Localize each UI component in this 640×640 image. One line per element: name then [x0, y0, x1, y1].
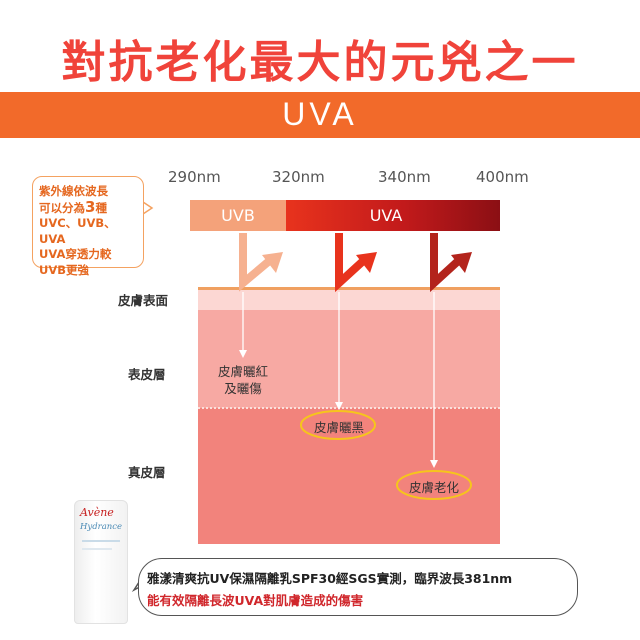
info-line-2-suffix: 種: [95, 200, 107, 215]
skin-surface-line: [198, 287, 500, 290]
product-label-stripe-2: [82, 548, 112, 550]
uvb-bar: [190, 200, 286, 231]
layer-divider: [198, 407, 500, 409]
info-line-2-number: 3: [85, 197, 96, 216]
product-brand-logo: Avène: [80, 506, 114, 519]
uva-short-depth-arrowhead: [335, 402, 343, 410]
uvb-depth-arrowhead: [239, 350, 247, 358]
info-line-4: UVA穿透力較: [39, 247, 112, 261]
uva-long-arrow-icon: [430, 233, 472, 293]
info-line-2: 可以分為3種: [39, 197, 137, 217]
wavelength-340: 340nm: [378, 168, 431, 186]
label-dermis: 真皮層: [128, 465, 166, 480]
info-line-5: UVB更強: [39, 262, 90, 277]
skin-surface-layer: [198, 290, 500, 310]
uvb-arrow-icon: [239, 233, 283, 292]
label-epidermis: 表皮層: [128, 367, 166, 382]
epidermis-layer: [198, 310, 500, 408]
uv-info-box: 紫外線依波長 可以分為3種 UVC、UVB、UVA UVA穿透力較 UVB更強: [32, 176, 144, 277]
product-tube-image: [74, 500, 128, 624]
aging-oval: [396, 470, 472, 500]
note-sunburn-line-2: 及曬傷: [224, 381, 262, 396]
uva-banner-label: UVA: [282, 96, 358, 132]
product-label-stripe: [82, 540, 120, 542]
note-sunburn-line-1: 皮膚曬紅: [217, 364, 268, 379]
info-line-3: UVC、UVB、UVA: [39, 216, 116, 246]
tanning-oval: [300, 410, 376, 440]
claim-line-1: 雅漾清爽抗UV保濕隔離乳SPF30經SGS實測，臨界波長381nm: [147, 571, 513, 586]
claim-bubble: 雅漾清爽抗UV保濕隔離乳SPF30經SGS實測，臨界波長381nm 能有效隔離長…: [138, 558, 578, 616]
claim-line-2: 能有效隔離長波UVA對肌膚造成的傷害: [147, 593, 364, 608]
note-aging: 皮膚老化: [408, 480, 459, 495]
uva-long-depth-arrowhead: [430, 460, 438, 468]
wavelength-320: 320nm: [272, 168, 325, 186]
note-sunburn: 皮膚曬紅 及曬傷: [206, 363, 280, 397]
label-skin-surface: 皮膚表面: [118, 293, 169, 308]
uva-bar: [286, 200, 500, 231]
info-line-2-prefix: 可以分為: [39, 200, 85, 215]
page-title: 對抗老化最大的元兇之一: [61, 37, 579, 88]
product-name-label: Hydrance: [80, 522, 123, 532]
uva-banner: [0, 92, 640, 138]
wavelength-400: 400nm: [476, 168, 529, 186]
uva-bar-label: UVA: [369, 206, 403, 225]
uva-short-arrow-icon: [335, 233, 377, 293]
note-tanning: 皮膚曬黑: [313, 420, 364, 435]
info-line-1: 紫外線依波長: [39, 184, 108, 198]
dermis-layer: [198, 408, 500, 544]
uvb-bar-label: UVB: [221, 206, 255, 225]
wavelength-290: 290nm: [168, 168, 221, 186]
